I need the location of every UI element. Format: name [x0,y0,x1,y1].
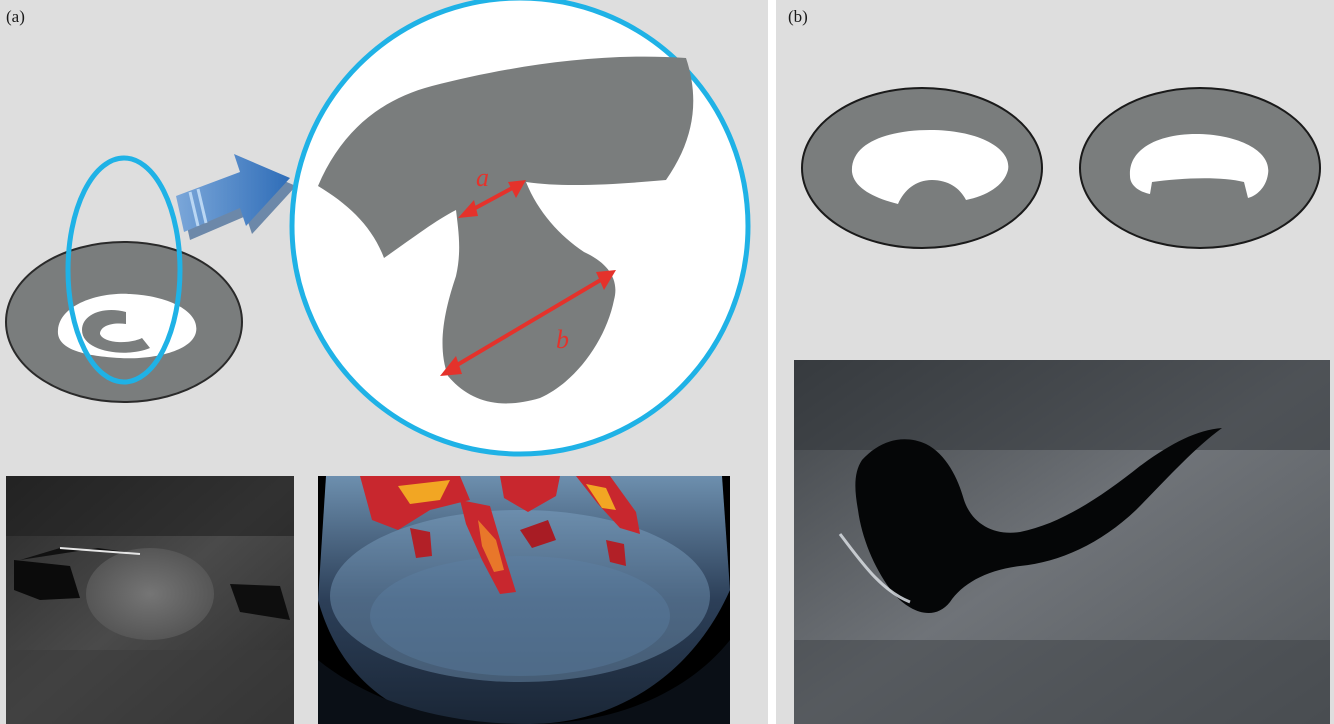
measure-a-label: a [476,163,489,192]
panel-divider [768,0,776,724]
panel-a-label: (a) [6,7,25,26]
measure-b-label: b [556,325,569,354]
doppler-image [318,476,730,724]
magnified-view: a b [292,0,748,454]
panel-b-label: (b) [788,7,808,26]
uterus-diagram-niche-left [802,88,1042,248]
panel-a: (a) a b [0,0,768,724]
panel-b: (b) [776,0,1334,724]
uterus-diagram-niche-right [1080,88,1320,248]
ultrasound-image-large [794,360,1330,724]
ultrasound-image-left [6,476,294,724]
